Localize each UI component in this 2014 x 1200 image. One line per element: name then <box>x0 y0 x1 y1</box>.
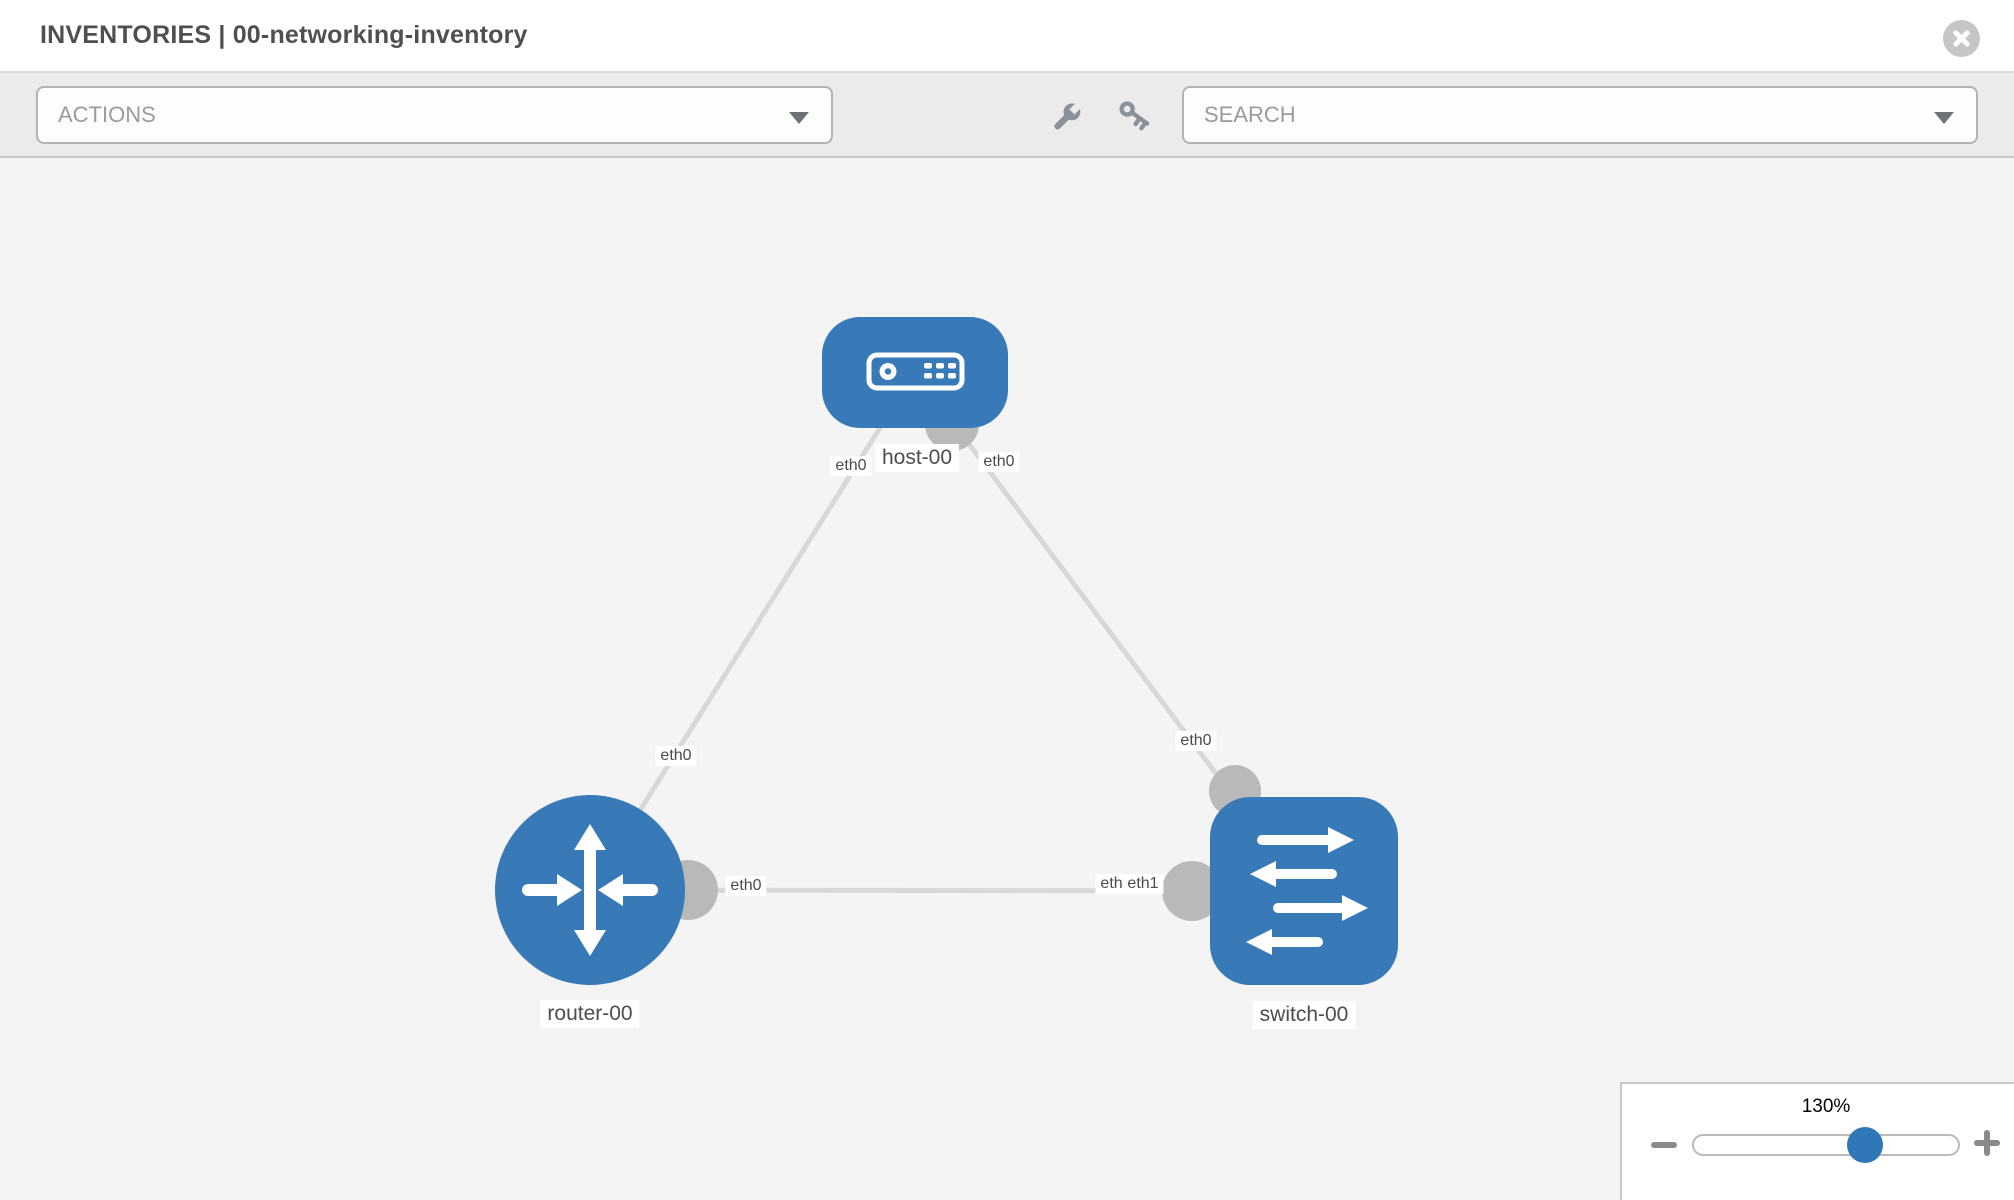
connector-switch-eth1[interactable] <box>1162 861 1222 921</box>
switch-icon <box>1246 827 1368 955</box>
actions-dropdown-label: ACTIONS <box>58 102 156 127</box>
wrench-icon[interactable] <box>1048 99 1084 135</box>
zoom-in-icon[interactable] <box>1974 1130 2000 1156</box>
key-icon[interactable] <box>1116 99 1152 135</box>
node-host[interactable] <box>822 317 1008 428</box>
toolbar: ACTIONS SEARCH <box>0 73 2014 158</box>
actions-dropdown[interactable]: ACTIONS <box>36 86 833 144</box>
node-label-router[interactable]: router-00 <box>540 1000 640 1028</box>
plus-icon-bar <box>1984 1130 1990 1156</box>
node-label-host[interactable]: host-00 <box>874 444 960 472</box>
chevron-down-icon <box>789 112 809 124</box>
zoom-slider-track[interactable] <box>1692 1134 1960 1156</box>
node-switch[interactable] <box>1210 797 1398 985</box>
router-icon <box>522 824 658 956</box>
zoom-out-icon[interactable] <box>1651 1142 1677 1148</box>
node-label-switch[interactable]: switch-00 <box>1252 1001 1356 1029</box>
iface-label-switch-eth0: eth0 <box>1175 731 1217 751</box>
window-header: INVENTORIES | 00-networking-inventory <box>0 0 2014 73</box>
close-icon[interactable] <box>1943 20 1980 57</box>
topology-canvas[interactable]: host-00 router-00 switch-00 eth0 eth0 et… <box>0 158 2014 1200</box>
topology-svg <box>495 317 1398 985</box>
iface-label-host-eth0-right: eth0 <box>978 452 1020 472</box>
node-router[interactable] <box>495 795 685 985</box>
iface-label-switch-eth1: eth1 <box>1122 874 1164 894</box>
iface-label-router-eth0-uplink: eth0 <box>655 746 697 766</box>
search-select[interactable]: SEARCH <box>1182 86 1978 144</box>
zoom-panel: 130% <box>1620 1082 2014 1200</box>
host-icon <box>866 352 965 391</box>
search-placeholder: SEARCH <box>1204 102 1296 127</box>
zoom-slider-thumb[interactable] <box>1847 1127 1883 1163</box>
iface-label-router-eth0: eth0 <box>725 876 767 896</box>
interface-connectors <box>658 397 1261 921</box>
iface-label-host-eth0-left: eth0 <box>830 456 872 476</box>
zoom-level: 130% <box>1801 1096 1851 1117</box>
page-title: INVENTORIES | 00-networking-inventory <box>40 21 528 49</box>
chevron-down-icon <box>1934 112 1954 124</box>
